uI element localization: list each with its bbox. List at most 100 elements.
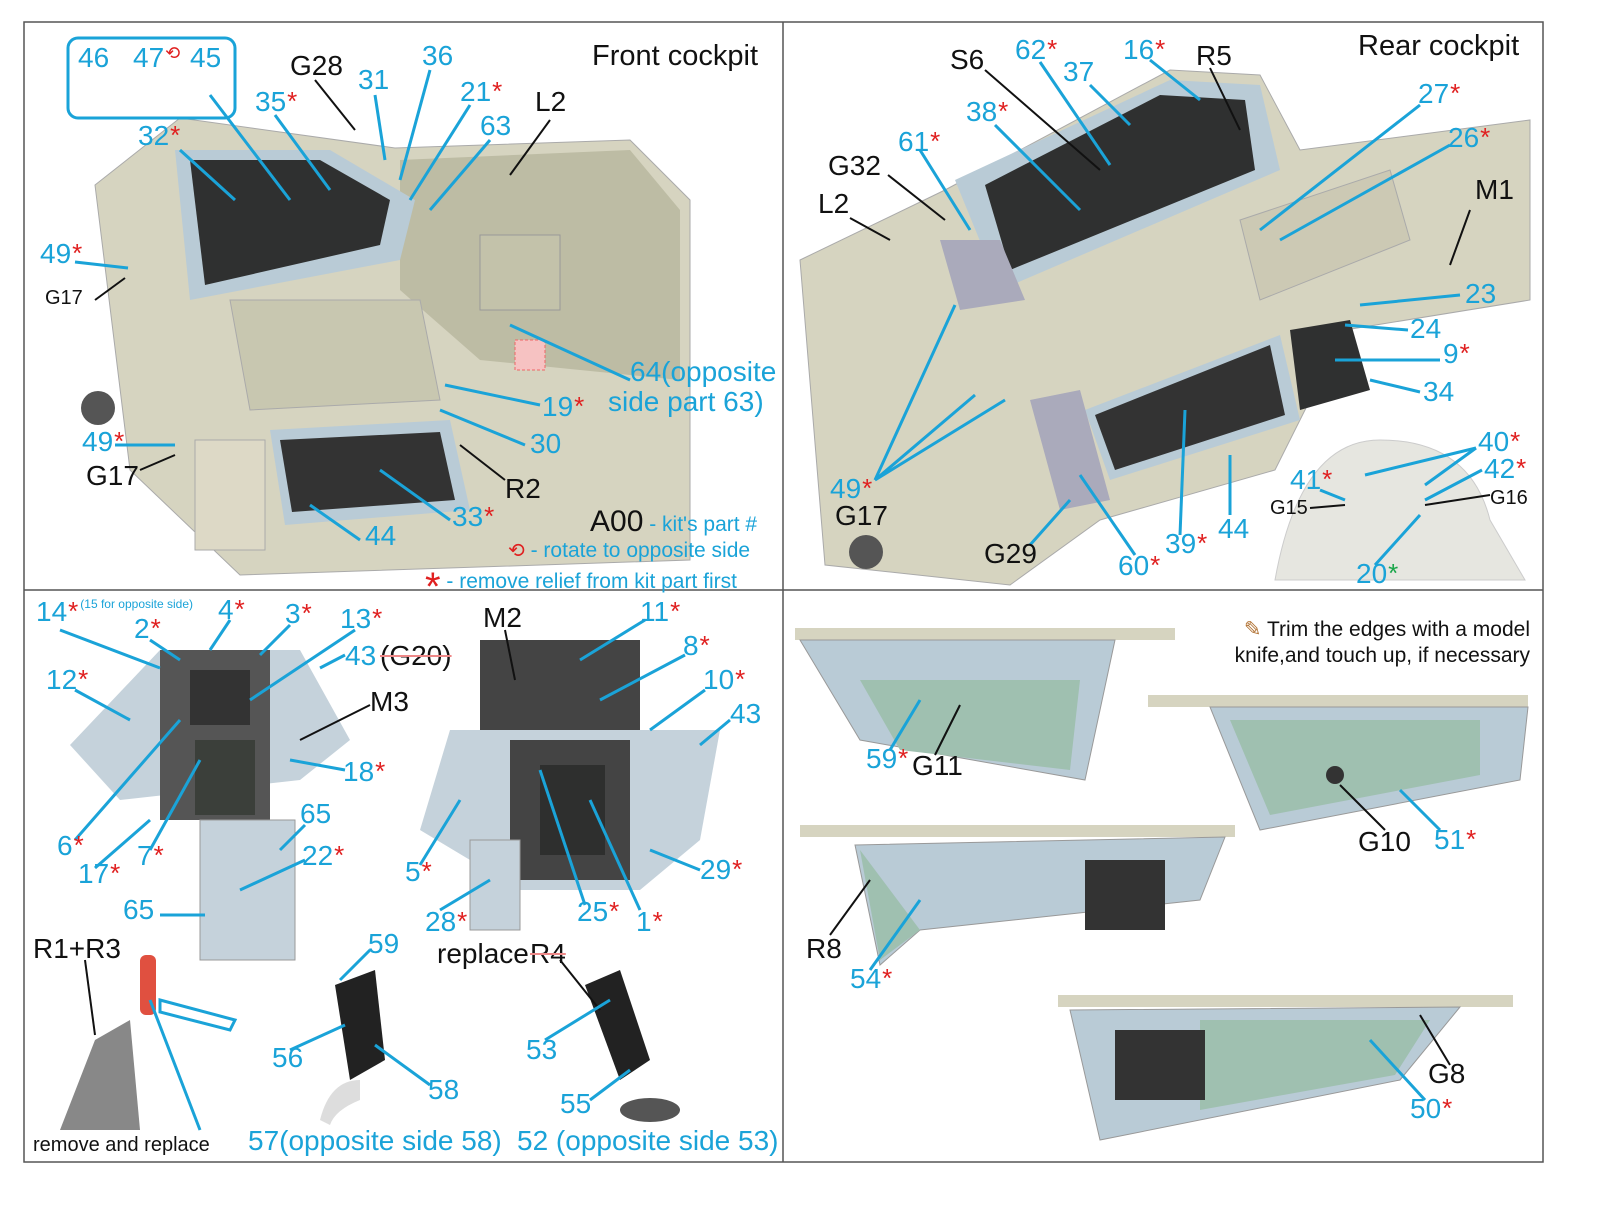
leader-line: [239, 858, 306, 892]
callout-text: 12: [46, 664, 78, 695]
relief-star-icon: *: [732, 854, 743, 884]
leader-line: [73, 719, 182, 841]
callout-38: 38*: [966, 98, 1008, 126]
callout-43: 43: [345, 642, 376, 670]
relief-star-icon: *: [425, 565, 441, 609]
callout-l2: L2: [535, 88, 566, 116]
callout-g17: G17: [45, 288, 83, 308]
callout-text: 43: [730, 698, 762, 729]
frame: [23, 21, 1544, 1163]
callout-51: 51*: [1434, 826, 1476, 854]
callout-text: 26: [1448, 122, 1480, 153]
callout-28: 28*: [425, 908, 467, 936]
callout-text: G10: [1358, 826, 1411, 857]
callout-text: 23: [1465, 278, 1497, 309]
relief-star-icon: *: [1442, 1093, 1453, 1123]
callout-text: 21: [460, 76, 492, 107]
relief-star-icon: *: [652, 906, 663, 936]
relief-star-icon: *: [457, 906, 468, 936]
callout-43: 43: [730, 700, 761, 728]
leader-line: [1424, 446, 1477, 487]
callout-text: 51: [1434, 824, 1466, 855]
callout-text: 57(opposite side 58): [248, 1125, 502, 1156]
callout-r2: R2: [505, 475, 541, 503]
relief-star-icon: *: [1047, 34, 1058, 64]
relief-star-icon: *: [421, 856, 432, 886]
callout-49: 49*: [40, 240, 82, 268]
callout-3: 3*: [285, 600, 312, 628]
leader-line: [849, 217, 891, 241]
rotate-icon: ⟲: [165, 43, 181, 63]
callout-44: 44: [1218, 515, 1249, 543]
callout-text: 20: [1356, 558, 1388, 589]
callout-21: 21*: [460, 78, 502, 106]
callout-text: 29: [700, 854, 732, 885]
relief-star-icon: *: [862, 473, 873, 503]
leader-line: [398, 69, 432, 181]
leader-line: [148, 759, 202, 851]
callout-59: 59*: [866, 745, 908, 773]
callout-text: 32: [138, 120, 170, 151]
leader-line: [579, 618, 646, 662]
callout-text: 52 (opposite side 53): [517, 1125, 779, 1156]
callout-text: 17: [78, 858, 110, 889]
callout-62: 62*: [1015, 36, 1057, 64]
trim-note: ✎ Trim the edges with a model knife,and …: [1200, 617, 1530, 669]
leader-line: [829, 879, 871, 936]
callout-17: 17*: [78, 860, 120, 888]
callout-11: 11*: [640, 598, 680, 626]
relief-star-icon: *: [287, 86, 298, 116]
callout-1: 1*: [636, 908, 663, 936]
callout-23: 23: [1465, 280, 1496, 308]
callout-text: 40: [1478, 426, 1510, 457]
callout-35: 35*: [255, 88, 297, 116]
legend-code: A00: [590, 505, 644, 538]
callout-m2: M2: [483, 604, 522, 632]
callout-text: 53: [526, 1034, 558, 1065]
leader-line: [408, 104, 472, 201]
callout-text: 19: [542, 391, 574, 422]
side-consoles: [795, 628, 1529, 1141]
callout-text: G15: [1270, 497, 1308, 519]
callout-54: 54*: [850, 965, 892, 993]
callout-text: 49: [82, 426, 114, 457]
relief-star-icon: *: [1480, 122, 1491, 152]
leader-line: [148, 999, 202, 1131]
relief-star-icon: *: [670, 596, 681, 626]
relief-star-icon: *: [1150, 550, 1161, 580]
callout-text: 36: [422, 40, 454, 71]
callout-2: 2*: [134, 615, 161, 643]
leader-line: [94, 277, 126, 301]
leader-line: [289, 758, 346, 772]
callout-49: 49*: [830, 475, 872, 503]
callout-text: L2: [535, 86, 567, 117]
leader-line: [338, 948, 372, 982]
callout-40: 40*: [1478, 428, 1520, 456]
callout-text: remove and replace: [33, 1134, 210, 1156]
leader-line: [868, 899, 922, 971]
callout-r4: R4: [530, 940, 566, 968]
callout-text: 65: [123, 894, 155, 925]
leader-line: [874, 398, 1006, 482]
callout-14: 14*(15 for opposite side): [36, 598, 193, 626]
callout-text: 13: [340, 603, 372, 634]
callout-text: 18: [343, 756, 375, 787]
leader-line: [459, 444, 506, 481]
legend-relief-text: - remove relief from kit part first: [446, 570, 737, 593]
relief-star-icon: *: [170, 120, 181, 150]
leader-line: [934, 704, 961, 756]
relief-star-icon: *: [372, 603, 383, 633]
callout-text: 59: [368, 928, 400, 959]
callout-text: G28: [290, 50, 343, 81]
callout-text: R2: [505, 473, 541, 504]
callout-text: 24: [1410, 313, 1442, 344]
leader-line: [273, 114, 332, 191]
leader-line: [178, 148, 237, 202]
leader-line: [1038, 61, 1112, 166]
callout-text: 49: [830, 473, 862, 504]
callout-text: R5: [1196, 40, 1232, 71]
callout-g28: G28: [290, 52, 343, 80]
callout-remove-and-replace: remove and replace: [33, 1135, 210, 1155]
callout-64-opposite: 64(opposite: [630, 358, 776, 386]
relief-star-icon: *: [153, 840, 164, 870]
